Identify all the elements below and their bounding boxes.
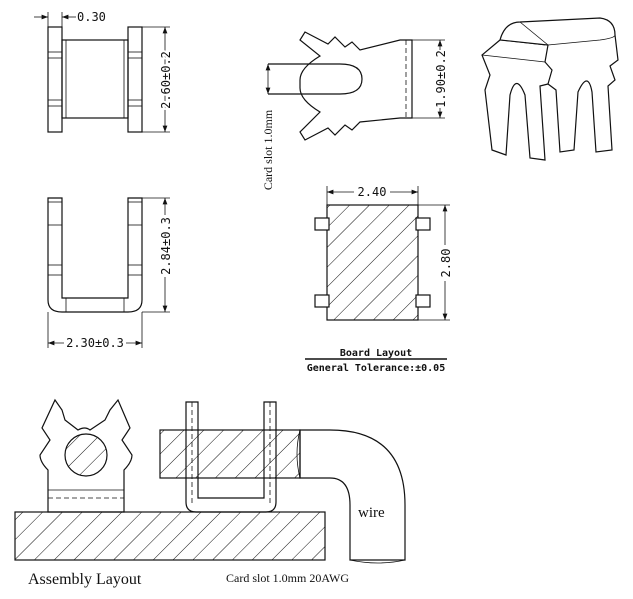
board-height-dim: 2.80 [439,249,453,278]
assembly-layout: wire Assembly Layout Card slot 1.0mm 20A… [14,398,406,588]
card-slot-dim: Card slot 1.0mm [261,109,275,190]
pcb-board [14,511,326,561]
slot-height-dim: 1.90±0.2 [434,50,448,108]
wire-cross-section [64,433,108,477]
assembly-caption: Card slot 1.0mm 20AWG [226,571,349,585]
top-view: 0.30 2.60±0.2 [34,10,175,133]
front-height-dim: 2.84±0.3 [159,217,173,275]
wire-horizontal [159,429,301,479]
general-tolerance: General Tolerance:±0.05 [307,363,445,374]
isometric-view [481,17,619,161]
board-layout-title: Board Layout [340,348,412,359]
board-layout: 2.40 2.80 Board Layout General Tolerance… [305,184,453,374]
wire-label: wire [358,505,385,521]
board-width-dim: 2.40 [358,185,387,199]
wire-elbow [299,429,406,561]
top-height-dim: 2.60±0.2 [159,51,173,109]
assembly-title: Assembly Layout [28,571,142,588]
side-view: 1.90±0.2 Card slot 1.0mm [261,31,448,190]
front-width-dim: 2.30±0.3 [66,336,124,350]
front-view: 2.84±0.3 2.30±0.3 [47,197,173,350]
tab-thickness-dim: 0.30 [77,10,106,24]
